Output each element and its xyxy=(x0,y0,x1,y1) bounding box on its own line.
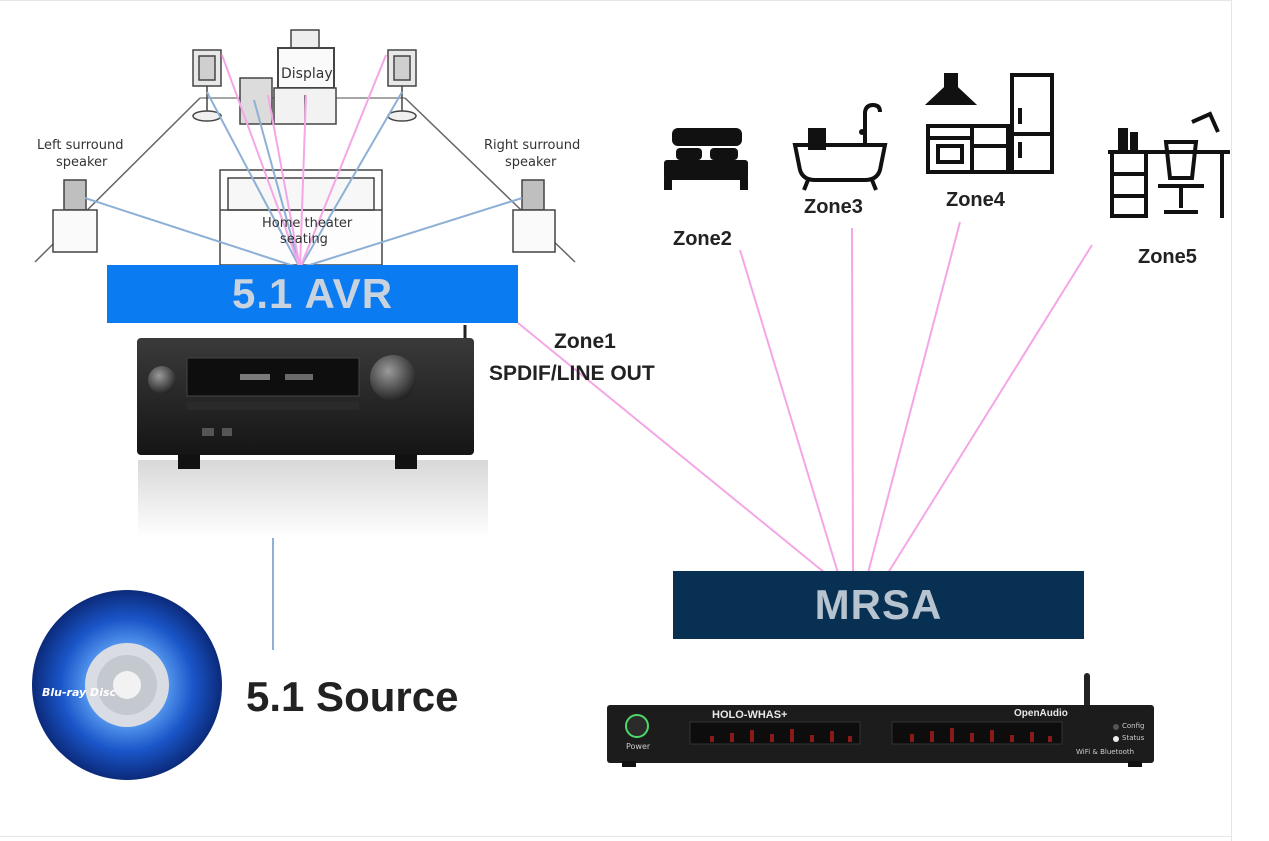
frame-bottom xyxy=(0,836,1232,837)
zone3-label: Zone3 xyxy=(804,196,863,218)
device-maker-label: OpenAudio xyxy=(1014,708,1068,719)
avr-receiver-illustration xyxy=(137,325,488,538)
zone1-label: Zone1 xyxy=(554,330,616,353)
frame-top xyxy=(0,0,1232,1)
source-level-meters xyxy=(710,729,852,742)
frame-right xyxy=(1231,0,1232,841)
zone2-label: Zone2 xyxy=(673,228,732,250)
left-surround-label-line1: Left surround xyxy=(37,138,124,153)
seating-label-line1: Home theater xyxy=(262,216,353,231)
output-label: SPDIF/LINE OUT xyxy=(489,362,655,385)
front-left-speaker-icon xyxy=(192,49,222,122)
bed-icon xyxy=(664,128,748,190)
zone-connections xyxy=(517,221,1093,574)
wireless-label: WiFi & Bluetooth xyxy=(1076,748,1135,756)
zone5-label: Zone5 xyxy=(1138,246,1197,268)
mrsa-device-illustration xyxy=(607,673,1154,767)
device-brand-label: HOLO-WHAS+ xyxy=(712,709,788,721)
kitchen-icon xyxy=(924,73,1054,174)
seating-label-line2: seating xyxy=(280,232,328,247)
desk-icon xyxy=(1108,111,1230,218)
avr-label-bar: 5.1 AVR xyxy=(107,265,518,323)
right-surround-label-line1: Right surround xyxy=(484,138,581,153)
mrsa-label-bar: MRSA xyxy=(673,571,1084,639)
config-label: Config xyxy=(1122,722,1145,730)
zone-level-meters xyxy=(910,728,1052,742)
status-label: Status xyxy=(1122,734,1145,742)
left-surround-label-line2: speaker xyxy=(56,155,108,170)
right-surround-speaker-icon xyxy=(512,179,556,253)
zone4-label: Zone4 xyxy=(946,189,1005,211)
source-label: 5.1 Source xyxy=(246,673,459,720)
right-surround-label-line2: speaker xyxy=(505,155,557,170)
avr-label: 5.1 AVR xyxy=(231,270,394,317)
disc-brand-text: Blu-ray Disc xyxy=(42,686,117,699)
power-label: Power xyxy=(626,742,651,751)
mrsa-label: MRSA xyxy=(814,581,943,628)
front-right-speaker-icon xyxy=(387,49,417,122)
left-surround-speaker-icon xyxy=(52,179,98,253)
speaker-wiring xyxy=(84,54,523,269)
bathtub-icon xyxy=(792,102,888,191)
display-label: Display xyxy=(281,66,333,82)
bluray-disc-icon: Blu-ray Disc xyxy=(32,590,222,780)
